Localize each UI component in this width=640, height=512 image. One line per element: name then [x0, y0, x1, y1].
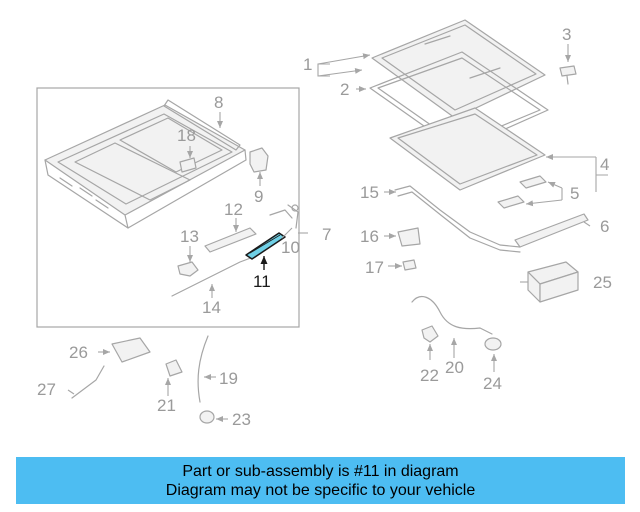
part-18-clip	[179, 157, 197, 173]
callout-15: 15	[360, 183, 379, 202]
callout-18: 18	[177, 126, 196, 145]
part-5-clip-upper	[519, 175, 547, 189]
shade-panel-inner	[397, 113, 538, 185]
callout-27: 27	[37, 380, 56, 399]
part-5-clip-lower	[497, 195, 525, 209]
callout-10: 10	[281, 238, 300, 257]
callout-9: 9	[254, 187, 263, 206]
part-15-channel-edge	[397, 191, 521, 253]
part-25-motor	[527, 261, 579, 303]
callout-6: 6	[600, 217, 609, 236]
part-19-tube	[197, 335, 209, 403]
callout-13: 13	[180, 227, 199, 246]
part-10-link	[269, 204, 299, 229]
callout-labels: 1 2 3 4 5 6 7 8 9 10 11 12 13 14 15 16 1…	[37, 25, 612, 429]
part-6-rail	[514, 213, 589, 248]
callout-21: 21	[157, 396, 176, 415]
banner-line-1: Part or sub-assembly is #11 in diagram	[182, 463, 459, 480]
part-21-clip	[165, 359, 183, 377]
part-13-clip	[177, 261, 199, 277]
callout-1: 1	[303, 55, 312, 74]
part-15-channel	[394, 185, 521, 248]
part-12-guide	[204, 227, 257, 253]
part-23-grommet	[199, 410, 215, 424]
callout-24: 24	[483, 374, 502, 393]
frame-assembly-inset-box	[36, 87, 300, 328]
part-16-piece	[397, 227, 421, 247]
callout-23: 23	[232, 410, 251, 429]
part-24-grommet	[484, 337, 502, 351]
leader-1-bracket	[317, 63, 330, 77]
part-9-bracket	[249, 147, 269, 173]
callout-17: 17	[365, 258, 384, 277]
callout-8: 8	[214, 93, 223, 112]
part-14-cable	[171, 255, 257, 297]
part-27-hose	[71, 365, 105, 399]
callout-11-highlighted: 11	[253, 272, 271, 291]
callout-3: 3	[562, 25, 571, 44]
callout-7: 7	[322, 225, 331, 244]
glass-panel-drawing	[371, 19, 546, 119]
banner-line-2: Diagram may not be specific to your vehi…	[165, 482, 476, 499]
callout-26: 26	[69, 343, 88, 362]
callout-16: 16	[360, 227, 379, 246]
callout-2: 2	[340, 80, 349, 99]
callout-25: 25	[593, 273, 612, 292]
part-info-banner: Part or sub-assembly is #11 in diagram D…	[16, 457, 625, 504]
callout-19: 19	[219, 369, 238, 388]
callout-5: 5	[570, 184, 579, 203]
leader-lines	[67, 44, 608, 422]
part-11-highlighted	[245, 232, 286, 260]
part-11-detail-line	[249, 234, 281, 254]
part-26-cover	[111, 337, 151, 363]
part-10-pin	[291, 204, 299, 212]
callout-22: 22	[420, 366, 439, 385]
part-3-screw	[559, 65, 577, 85]
callout-4: 4	[600, 155, 609, 174]
part-17-clip	[402, 259, 417, 271]
part-22-bracket	[421, 325, 439, 343]
callout-14: 14	[202, 298, 221, 317]
sunroof-frame-drawing	[44, 99, 247, 229]
callout-20: 20	[445, 358, 464, 377]
part-20-hose	[411, 295, 493, 335]
callout-12: 12	[224, 200, 243, 219]
